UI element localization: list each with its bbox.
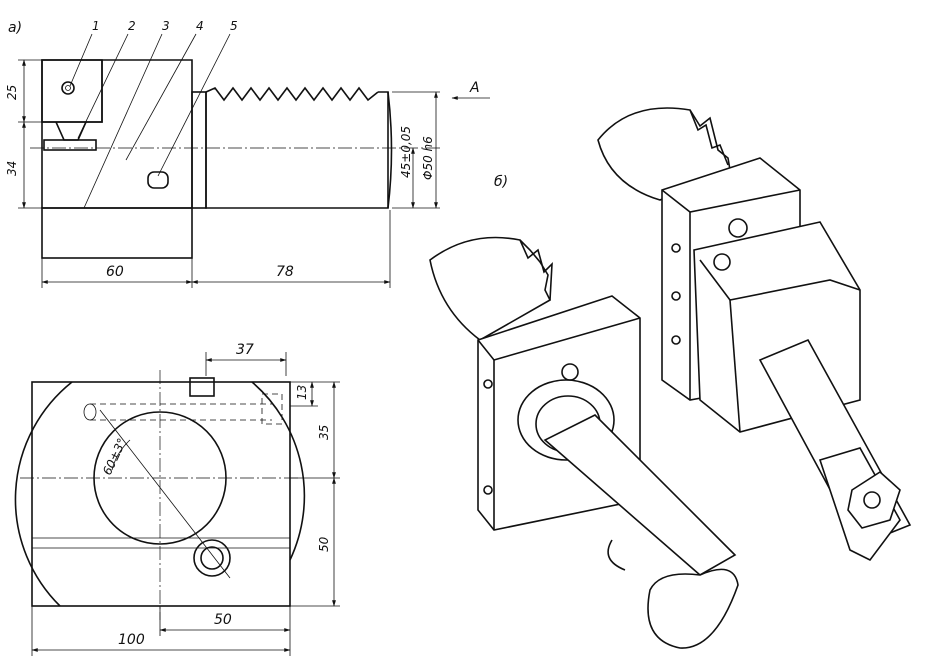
left-holder [429,236,739,649]
part-number-4: 4 [196,19,204,33]
shank-collar [191,91,207,209]
clamp-block [41,59,103,123]
dim-60: 60 [106,264,124,280]
part-leaders: 1 2 3 4 5 [69,19,238,209]
dim-34: 34 [5,161,19,176]
dim-35: 35 [317,425,331,440]
clamp-screw-1 [61,81,75,95]
dim-37: 37 [236,342,254,358]
view-a-side-elevation: a) 1 2 3 4 5 [5,19,490,288]
view-a-label: a) [8,20,22,36]
dim-50-vertical: 50 [317,536,331,552]
view-a-end-view: 60±3° 37 13 35 50 50 100 [14,342,340,656]
view-arrow-label: A [469,80,480,96]
part-number-1: 1 [92,19,100,33]
dim-78: 78 [276,264,294,280]
cylindrical-shank [205,91,389,209]
pin-hole [193,539,231,577]
part-number-3: 3 [162,19,170,33]
dim-45: 45±0,05 [399,126,413,178]
view-b-label: б) [494,174,508,190]
view-b-isometric: б) [429,107,912,649]
dim-50-horizontal: 50 [214,612,232,628]
part-number-2: 2 [128,19,136,33]
wedge-plate [43,139,97,151]
part-number-5: 5 [230,19,238,33]
holder-base [41,207,193,259]
shank-serration [205,86,379,102]
dim-13: 13 [295,385,309,400]
pin-5 [147,171,169,189]
right-holder [597,107,912,562]
dim-25: 25 [5,85,19,100]
dim-phi-50: Φ50 h6 [421,136,435,180]
end-view-outline [31,381,291,607]
screw-head [189,377,215,397]
dim-100: 100 [118,632,145,648]
